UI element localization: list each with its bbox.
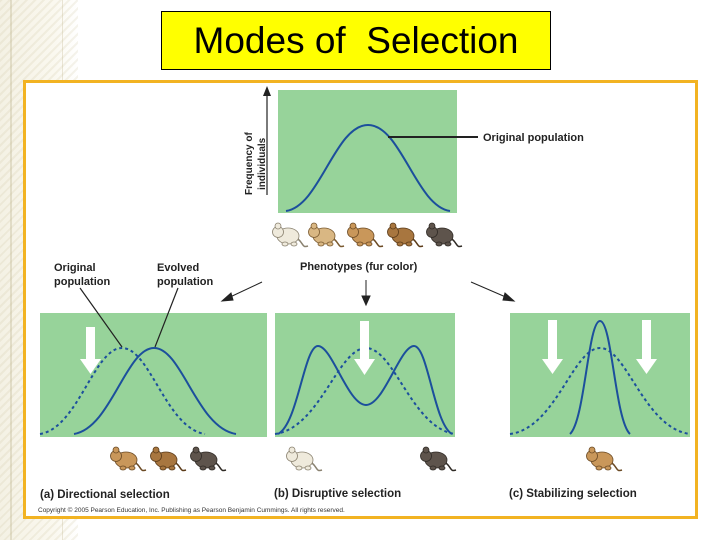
mouse-white-icon — [285, 446, 323, 472]
phenotypes-label: Phenotypes (fur color) — [300, 261, 418, 273]
panel-b-label: (b) Disruptive selection — [274, 488, 401, 500]
selection-arrow-icon — [542, 320, 563, 374]
mouse-gray-icon — [189, 446, 227, 472]
panel-a-original-curve — [39, 346, 206, 435]
selection-arrow-icon — [636, 320, 657, 374]
copyright-text: Copyright © 2005 Pearson Education, Inc.… — [38, 506, 345, 514]
slide-title: Modes of Selection — [193, 19, 519, 61]
panel-a-mice — [109, 446, 227, 472]
y-axis-label-line2: individuals — [257, 137, 268, 190]
mouse-brown-icon — [346, 222, 384, 248]
panel-b-evolved-curve — [277, 344, 453, 435]
mouse-brown-icon — [585, 446, 623, 472]
mouse-darkbrown-icon — [386, 222, 424, 248]
selection-arrow-icon — [80, 327, 101, 374]
panel-a-evolved-curve — [73, 346, 237, 435]
mouse-gray-icon — [425, 222, 463, 248]
left-original-label-line1: Original — [54, 262, 96, 274]
left-original-label-line2: population — [54, 276, 110, 288]
original-population-curve — [285, 123, 451, 212]
selection-arrow-icon — [354, 321, 375, 375]
panel-b-original-curve — [274, 346, 456, 435]
panel-a-directional — [40, 313, 267, 437]
evolved-pointer-line — [154, 287, 179, 348]
panel-a-label: (a) Directional selection — [40, 489, 170, 501]
y-axis-label-line1: Frequency of — [244, 132, 255, 195]
mouse-tan-icon — [307, 222, 345, 248]
panel-c-original-curve — [509, 346, 691, 435]
panel-c-stabilizing — [510, 313, 690, 437]
mouse-brown-icon — [109, 446, 147, 472]
mouse-darkbrown-icon — [149, 446, 187, 472]
evolved-label-line2: population — [157, 276, 213, 288]
original-population-panel — [278, 90, 457, 213]
original-population-label: Original population — [483, 132, 584, 144]
panel-c-label: (c) Stabilizing selection — [509, 488, 637, 500]
panel-c-evolved-curve — [569, 319, 631, 435]
title-box: Modes of Selection — [161, 11, 551, 70]
y-axis-arrowhead — [263, 86, 271, 96]
phenotype-mice-row — [271, 222, 463, 248]
evolved-label-line1: Evolved — [157, 262, 199, 274]
diverging-arrows — [220, 280, 516, 307]
original-pointer-line — [79, 287, 123, 348]
mouse-gray-icon — [419, 446, 457, 472]
mouse-white-icon — [271, 222, 309, 248]
